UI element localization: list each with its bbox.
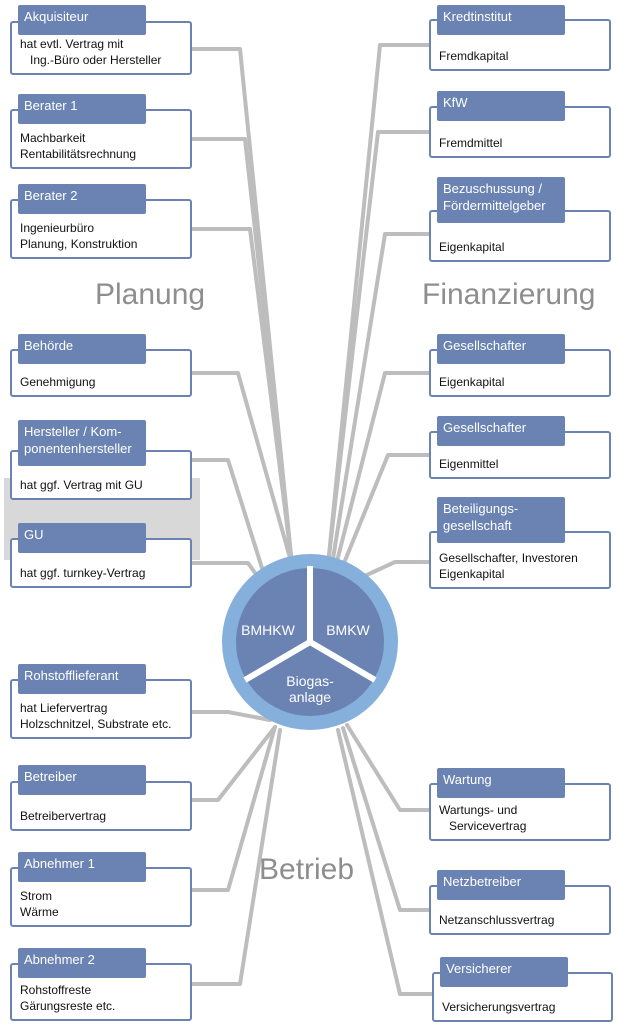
connector-gesellschafter2 (340, 453, 432, 570)
section-title-finanzierung: Finanzierung (422, 278, 596, 311)
node-kreditinstitut-title: Kredtinstitut (437, 5, 565, 35)
hub-label-biogasanlage: Biogas- anlage (286, 673, 334, 705)
node-netzbetreiber-title: Netzbetreiber (437, 870, 565, 900)
node-gesellschafter1-body: Eigenkapital (439, 375, 505, 389)
node-hersteller-title: Hersteller / Kom- ponentenhersteller (18, 420, 146, 466)
node-bezuschussung-title: Bezuschussung / Fördermittelgeber (437, 177, 565, 223)
connector-berater1 (188, 137, 294, 567)
connector-gu (188, 561, 260, 579)
hub-divider-left (243, 639, 312, 683)
connector-betreiber (188, 725, 277, 802)
node-gesellschafter1-title: Gesellschafter (437, 334, 565, 364)
connector-berater2 (188, 227, 294, 567)
node-netzbetreiber-body: Netzanschlussvertrag (439, 913, 555, 927)
connector-bezuschussung (330, 232, 432, 567)
node-versicherer-body: Versicherungsvertrag (442, 1000, 556, 1014)
node-abnehmer1-title: Abnehmer 1 (18, 852, 146, 882)
connector-kfw (326, 130, 432, 567)
node-berater1-title: Berater 1 (18, 94, 146, 124)
node-gesellschafter2: Eigenmittel (429, 431, 611, 479)
node-kfw-title: KfW (437, 91, 565, 121)
node-gu-title: GU (18, 523, 146, 553)
node-kfw-body: Fremdmittel (439, 136, 503, 150)
node-rohstofflieferant-title: Rohstofflieferant (18, 664, 146, 694)
node-beteiligung-title: Beteiligungs- gesellschaft (437, 497, 565, 543)
connector-gesellschafter1 (334, 371, 432, 567)
hub-label-bmkw: BMKW (326, 622, 370, 638)
node-versicherer-title: Versicherer (440, 957, 568, 987)
node-hersteller-body: hat ggf. Vertrag mit GU (20, 478, 143, 492)
connector-netzbetreiber (341, 726, 432, 912)
node-betreiber-body: Betreibervertrag (20, 809, 107, 823)
node-bezuschussung-body: Eigenkapital (439, 240, 505, 254)
node-wartung-body: Wartungs- und Servicevertrag (439, 803, 527, 833)
node-berater1-body: Machbarkeit Rentabilitätsrechnung (20, 131, 137, 161)
connector-versicherer (336, 728, 434, 996)
connector-beteiligung (354, 560, 432, 582)
node-kreditinstitut-body: Fremdkapital (439, 49, 509, 63)
hub-divider-right (308, 639, 377, 683)
node-betreiber-title: Betreiber (18, 765, 146, 795)
connector-wartung (345, 723, 432, 812)
node-abnehmer2-body: Rohstoffreste Gärungsreste etc. (20, 983, 116, 1013)
node-behoerde-body: Genehmigung (20, 375, 96, 389)
connector-rohstofflieferant (188, 710, 272, 722)
connector-hersteller (188, 458, 264, 570)
node-berater2-title: Berater 2 (18, 184, 146, 214)
node-rohstofflieferant-body: hat Liefervertrag Holzschnitzel, Substra… (20, 701, 172, 731)
connector-abnehmer1 (188, 725, 277, 892)
node-beteiligung-body: Gesellschafter, Investoren Eigenkapital (439, 551, 578, 581)
node-akquisiteur-body: hat evtl. Vertrag mit Ing.-Büro oder Her… (20, 37, 162, 67)
node-berater2-body: Ingenieurbüro Planung, Konstruktion (20, 221, 138, 251)
connector-kreditinstitut (326, 43, 432, 567)
node-behoerde-title: Behörde (18, 334, 146, 364)
node-abnehmer1-body: Strom Wärme (20, 889, 59, 919)
connector-behoerde (188, 371, 294, 567)
node-akquisiteur-title: Akquisiteur (18, 5, 146, 35)
node-gu-body: hat ggf. turnkey-Vertrag (20, 566, 146, 580)
section-title-betrieb: Betrieb (259, 853, 355, 886)
section-title-planung: Planung (95, 278, 206, 311)
node-gesellschafter2-title: Gesellschafter (437, 416, 565, 446)
node-abnehmer2-title: Abnehmer 2 (18, 948, 146, 978)
node-wartung-title: Wartung (437, 768, 565, 798)
connector-abnehmer2 (188, 728, 282, 986)
node-gesellschafter2-body: Eigenmittel (439, 457, 499, 471)
hub-label-bmhkw: BMHKW (241, 622, 295, 638)
connector-akquisiteur (188, 47, 294, 567)
